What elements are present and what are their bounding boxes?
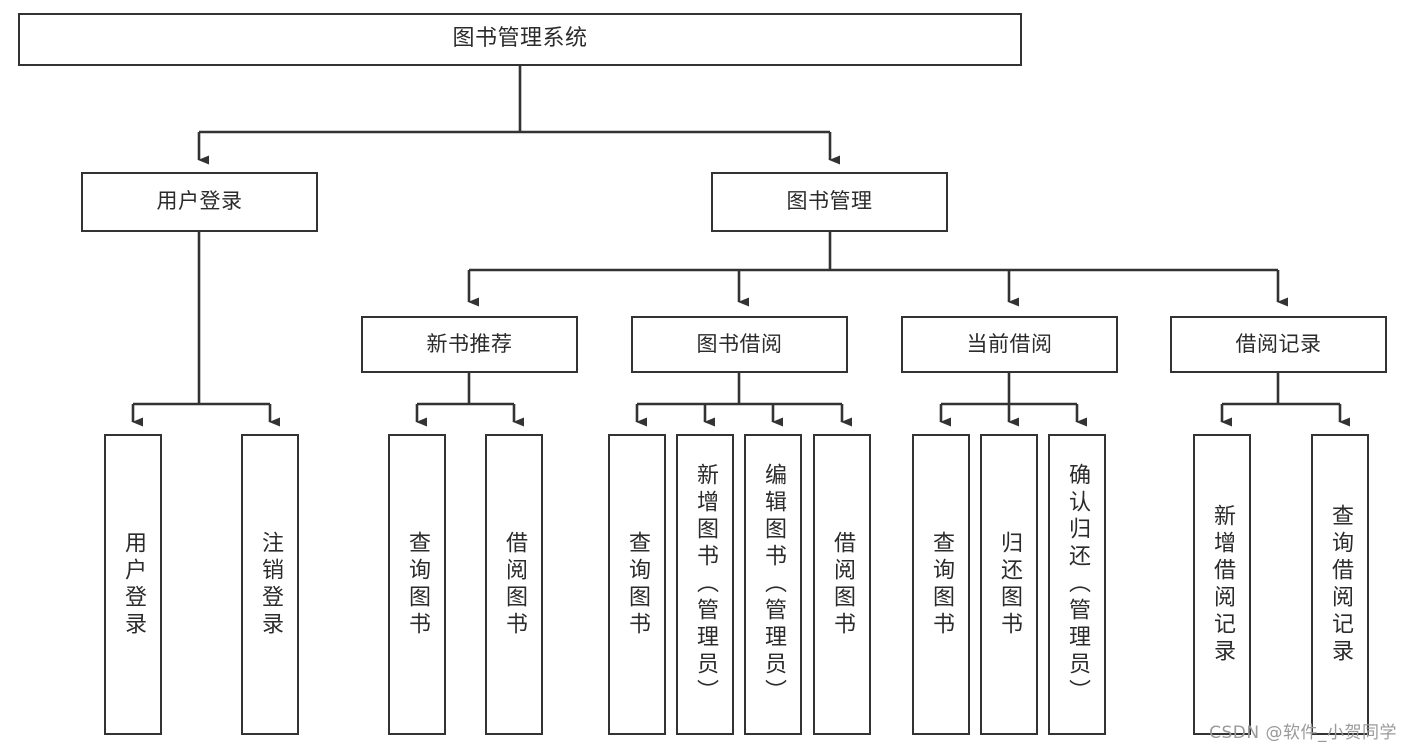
leaf-newbook-borrow-book[interactable]: 借阅图书: [485, 434, 543, 735]
node-label: 借阅图书: [502, 530, 527, 639]
leaf-current-return-book[interactable]: 归还图书: [980, 434, 1038, 735]
node-label: 当前借阅: [966, 331, 1053, 356]
node-new-book-recommend[interactable]: 新书推荐: [361, 316, 578, 373]
leaf-current-query-book[interactable]: 查询图书: [912, 434, 970, 735]
leaf-borrow-edit-book-admin[interactable]: 编辑图书（管理员）: [744, 434, 802, 735]
node-label: 查询借阅记录: [1328, 503, 1353, 666]
leaf-current-confirm-return-admin[interactable]: 确认归还（管理员）: [1048, 434, 1106, 735]
node-label: 查询图书: [405, 530, 430, 639]
node-root-library-system[interactable]: 图书管理系统: [18, 13, 1022, 66]
node-label: 用户登录: [121, 530, 146, 639]
node-label: 借阅图书: [830, 530, 855, 639]
node-label: 用户登录: [156, 189, 243, 214]
node-book-management[interactable]: 图书管理: [711, 172, 948, 232]
csdn-watermark: CSDN @软件_小贺同学: [1209, 723, 1397, 743]
node-label: 新增图书（管理员）: [693, 463, 718, 706]
node-label: 图书借阅: [696, 331, 783, 356]
leaf-record-add-record[interactable]: 新增借阅记录: [1193, 434, 1251, 735]
node-label: 图书管理系统: [452, 26, 588, 52]
node-borrow-record[interactable]: 借阅记录: [1170, 316, 1387, 373]
leaf-borrow-add-book-admin[interactable]: 新增图书（管理员）: [676, 434, 734, 735]
leaf-newbook-query-book[interactable]: 查询图书: [388, 434, 446, 735]
node-label: 图书管理: [786, 189, 873, 214]
node-label: 归还图书: [997, 530, 1022, 639]
node-label: 查询图书: [929, 530, 954, 639]
leaf-user-login[interactable]: 用户登录: [104, 434, 162, 735]
node-label: 注销登录: [258, 530, 283, 639]
node-label: 编辑图书（管理员）: [761, 463, 786, 706]
node-label: 确认归还（管理员）: [1065, 463, 1090, 706]
node-user-login[interactable]: 用户登录: [81, 172, 318, 232]
node-label: 查询图书: [625, 530, 650, 639]
leaf-logout[interactable]: 注销登录: [241, 434, 299, 735]
node-label: 借阅记录: [1235, 331, 1322, 356]
node-label: 新增借阅记录: [1210, 503, 1235, 666]
node-current-borrow[interactable]: 当前借阅: [901, 316, 1118, 373]
leaf-record-query-record[interactable]: 查询借阅记录: [1311, 434, 1369, 735]
leaf-borrow-borrow-book[interactable]: 借阅图书: [813, 434, 871, 735]
node-label: 新书推荐: [426, 331, 513, 356]
leaf-borrow-query-book[interactable]: 查询图书: [608, 434, 666, 735]
node-book-borrow[interactable]: 图书借阅: [631, 316, 848, 373]
